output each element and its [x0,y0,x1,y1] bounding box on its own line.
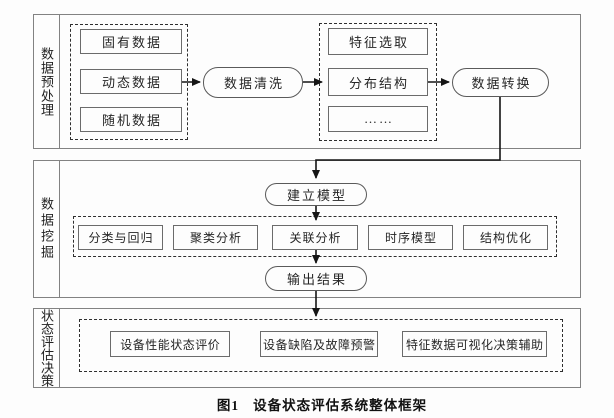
figure-caption: 图1 设备状态评估系统整体框架 [0,394,614,414]
box-random-data: 随机数据 [80,107,182,132]
section-decision-label-column: 状态评估决策 [34,309,60,387]
figure-caption-prefix: 图1 [216,398,240,413]
section-mining-label-column: 数据挖掘 [34,161,60,297]
box-inherent-data: 固有数据 [80,29,182,54]
box-defect-fault-warning: 设备缺陷及故障预警 [260,331,378,357]
section-decision: 状态评估决策 [33,308,581,388]
node-data-transform: 数据转换 [452,68,549,97]
section-mining-label: 数据挖掘 [39,197,54,261]
section-preprocess: 数据预处理 [33,14,581,149]
box-distribution-structure: 分布结构 [328,68,428,96]
section-decision-label: 状态评估决策 [39,309,54,387]
section-preprocess-label-column: 数据预处理 [34,15,60,148]
figure-caption-title: 设备状态评估系统整体框架 [253,398,428,413]
box-ellipsis: …… [328,106,428,132]
node-output-result: 输出结果 [265,266,367,291]
box-association-analysis: 关联分析 [272,225,358,250]
box-visual-decision-support: 特征数据可视化决策辅助 [402,331,547,357]
group-decision-outputs [79,319,563,372]
box-structure-optimization: 结构优化 [463,225,548,250]
box-classification-regression: 分类与回归 [78,225,163,250]
box-performance-evaluation: 设备性能状态评价 [110,331,230,357]
node-build-model: 建立模型 [265,183,367,206]
section-mining: 数据挖掘 [33,160,581,298]
node-data-cleaning: 数据清洗 [203,67,303,98]
box-feature-selection: 特征选取 [328,28,428,55]
box-cluster-analysis: 聚类分析 [173,225,258,250]
section-preprocess-label: 数据预处理 [39,46,54,117]
box-dynamic-data: 动态数据 [80,69,182,94]
box-time-series-model: 时序模型 [368,225,453,250]
